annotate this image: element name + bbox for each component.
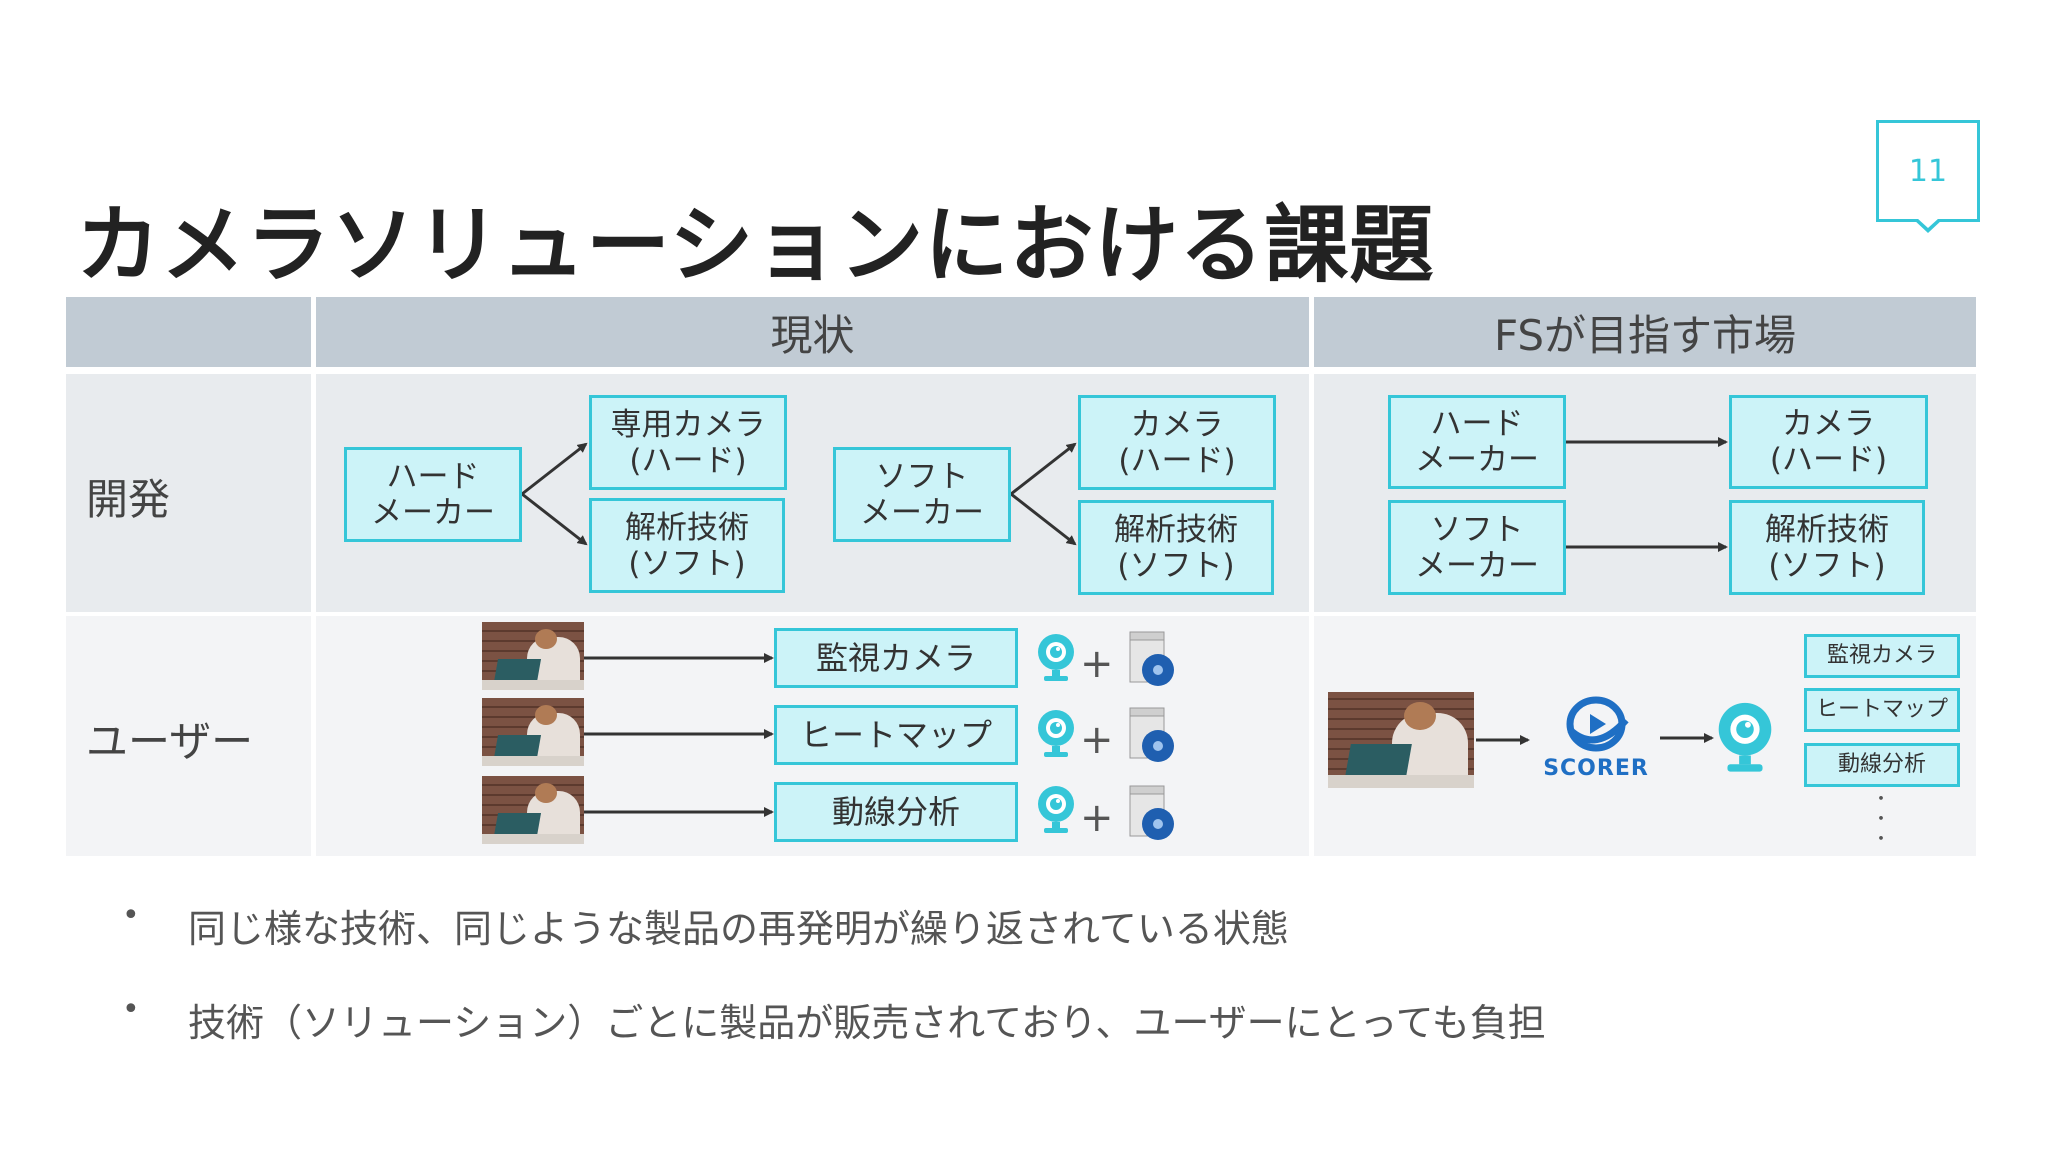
scorer-logo: SCORER (1534, 694, 1658, 784)
webcam-icon (1718, 702, 1772, 772)
box-hard-maker: ハード メーカー (344, 447, 522, 542)
badge-pointer-inner (1917, 218, 1939, 228)
box-target-surveillance: 監視カメラ (1804, 634, 1960, 678)
table-header-target: FSが目指す市場 (1314, 297, 1976, 367)
software-box-icon (1129, 707, 1174, 762)
row-label-user: ユーザー (86, 717, 254, 766)
box-analysis-tech-2: 解析技術 (ソフト) (1078, 500, 1274, 595)
box-target-heatmap: ヒートマップ (1804, 688, 1960, 732)
header-target-label: FSが目指す市場 (1493, 310, 1797, 360)
arrow-hard-to-analysis (521, 492, 588, 546)
bullet-marker: • (122, 898, 140, 933)
plus-sign-2: + (1080, 717, 1114, 763)
user-photo-2 (482, 698, 584, 766)
scorer-logo-text: SCORER (1543, 756, 1649, 781)
dev-row-label-cell (66, 374, 311, 612)
bullet-2: • 技術（ソリューション）ごとに製品が販売されており、ユーザーにとっても負担 (122, 992, 1546, 1047)
webcam-icon (1038, 710, 1074, 757)
arrow-hard-to-camera (521, 442, 588, 496)
scorer-logo-icon (1566, 696, 1629, 752)
user-photo-1 (482, 622, 584, 690)
user-photo-3 (482, 776, 584, 844)
bullet-1: • 同じ様な技術、同じような製品の再発明が繰り返されている状態 (122, 898, 1289, 953)
box-camera-hard: カメラ (ハード) (1078, 395, 1276, 490)
box-heatmap: ヒートマップ (774, 705, 1018, 765)
software-box-icon (1129, 785, 1174, 840)
row-label-dev: 開発 (86, 475, 171, 524)
arrow-soft-to-analysis (1010, 492, 1077, 546)
box-flow-analysis: 動線分析 (774, 782, 1018, 842)
box-target-analysis-tech: 解析技術 (ソフト) (1729, 500, 1925, 595)
user-row-label-cell (66, 616, 311, 856)
table-header-current: 現状 (316, 297, 1309, 367)
header-current-label: 現状 (770, 310, 855, 360)
bullet-text: 技術（ソリューション）ごとに製品が販売されており、ユーザーにとっても負担 (188, 1001, 1546, 1045)
plus-sign-1: + (1080, 641, 1114, 687)
arrow-soft-to-camera (1010, 442, 1077, 496)
bullet-text: 同じ様な技術、同じような製品の再発明が繰り返されている状態 (188, 907, 1289, 951)
software-box-icon (1129, 631, 1174, 686)
webcam-icon (1038, 634, 1074, 681)
box-dedicated-camera: 専用カメラ (ハード) (589, 395, 787, 490)
box-target-camera-hard: カメラ (ハード) (1729, 395, 1928, 489)
plus-sign-3: + (1080, 795, 1114, 841)
page-number-badge: 11 (1876, 120, 1980, 222)
bullet-marker: • (122, 992, 140, 1027)
box-target-flow: 動線分析 (1804, 743, 1960, 787)
box-surveillance-camera: 監視カメラ (774, 628, 1018, 688)
box-soft-maker: ソフト メーカー (833, 447, 1011, 542)
box-target-soft-maker: ソフト メーカー (1388, 500, 1566, 595)
webcam-icon (1038, 786, 1074, 833)
more-items-ellipsis: ・ ・ ・ (1872, 789, 1890, 850)
slide-title: カメラソリューションにおける課題 (76, 196, 1435, 294)
table-header-empty (66, 297, 311, 367)
user-photo-target (1328, 692, 1474, 788)
box-target-hard-maker: ハード メーカー (1388, 395, 1566, 489)
box-analysis-tech-1: 解析技術 (ソフト) (589, 498, 785, 593)
